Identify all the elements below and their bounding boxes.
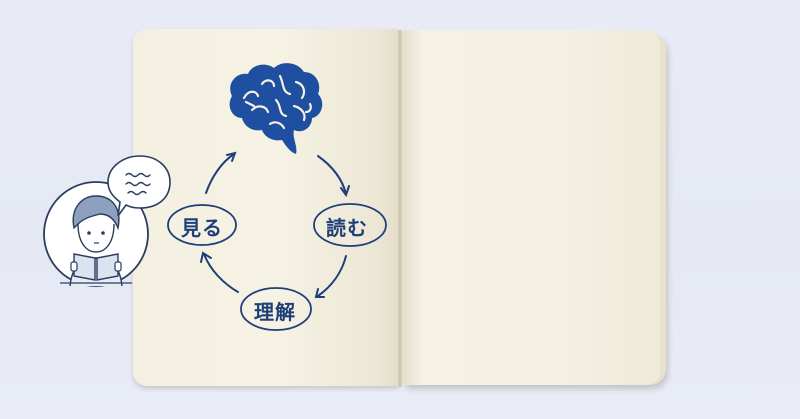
arrow-understand-to-see	[203, 253, 239, 293]
cycle-step-see: 見る	[181, 216, 223, 240]
cycle-step-understand: 理解	[254, 300, 296, 324]
arrow-brain-to-read	[317, 155, 347, 195]
person-reading-book-icon	[43, 181, 149, 287]
notebook-spine	[398, 30, 402, 387]
arrowhead	[314, 288, 325, 298]
speech-bubble-icon	[107, 155, 171, 217]
brain-icon	[229, 63, 323, 154]
brain-folds	[242, 74, 312, 130]
cycle-arrows	[200, 151, 350, 298]
arrowhead	[226, 151, 237, 162]
arrowhead	[200, 251, 212, 263]
arrow-see-to-brain	[205, 153, 235, 194]
arrowhead	[340, 185, 350, 198]
cycle-step-read: 読む	[326, 216, 368, 240]
label-ellipses	[167, 203, 387, 331]
arrow-read-to-understand	[317, 255, 347, 297]
notebook-right-page	[401, 30, 660, 385]
